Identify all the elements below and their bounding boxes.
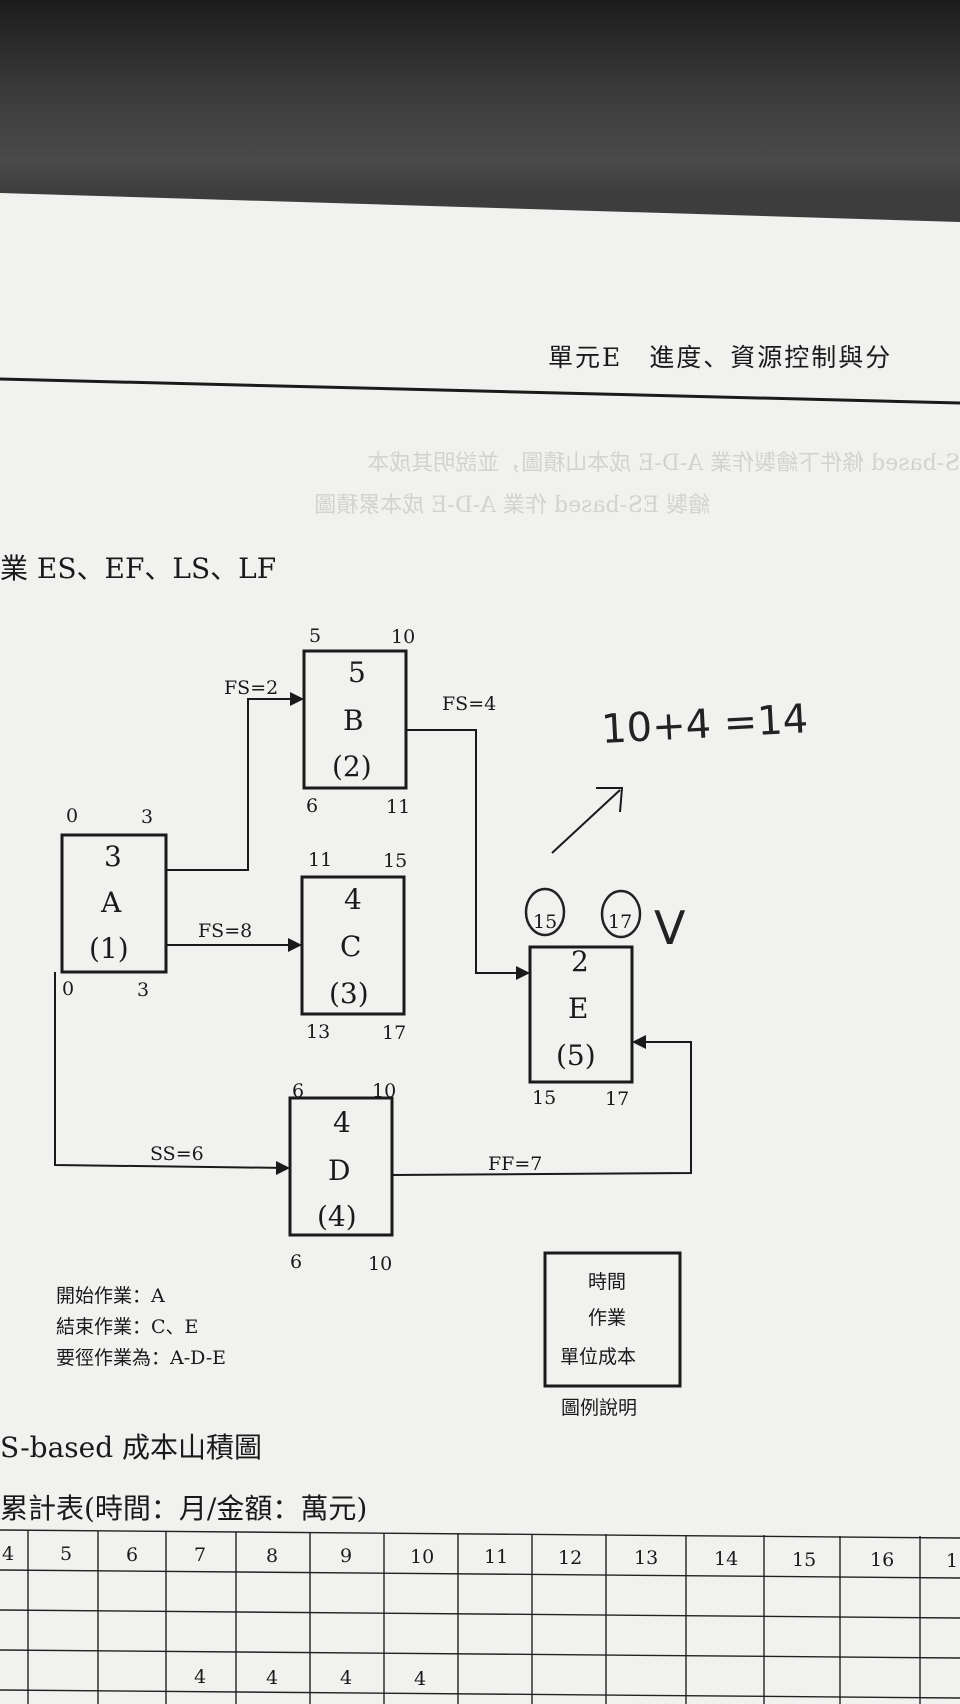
arrowhead-a-b xyxy=(290,692,304,706)
relation-label-a-b: FS=2 xyxy=(224,677,278,699)
table-month-cell: 11 xyxy=(484,1546,508,1568)
activity-box-c xyxy=(300,875,406,1016)
relation-label-d-e: FF=7 xyxy=(488,1153,542,1175)
activity-c-ls: 13 xyxy=(306,1021,330,1043)
table-cost-cell: 4 xyxy=(414,1668,426,1690)
activity-c-es: 11 xyxy=(308,849,332,871)
activity-b-es: 5 xyxy=(309,625,321,647)
activity-c-order: (3) xyxy=(329,977,369,1010)
activity-a-lf: 3 xyxy=(137,979,149,1001)
activity-e-ls: 15 xyxy=(532,1087,556,1109)
activity-a-ls: 0 xyxy=(62,978,74,1000)
activity-box-b xyxy=(302,649,408,790)
link-d-e xyxy=(391,1041,692,1176)
activity-b-id: B xyxy=(343,704,364,737)
activity-a-ef: 3 xyxy=(141,806,153,828)
activity-e-order: (5) xyxy=(556,1039,596,1072)
link-b-e xyxy=(406,729,528,974)
activity-box-d xyxy=(288,1096,394,1237)
activity-b-ls: 6 xyxy=(306,795,318,817)
activity-d-duration: 4 xyxy=(333,1106,351,1139)
activity-a-es: 0 xyxy=(66,805,78,827)
table-month-cell: 16 xyxy=(870,1549,894,1571)
bleed-through-line-1: S-based 條件下繪製作業 A-D-E 成本山積圖，並說明其成本 xyxy=(367,451,960,476)
table-header-row: 4 5 6 7 8 9 10 11 12 13 14 15 16 1 xyxy=(2,1543,958,1572)
section-heading: 業 ES、EF、LS、LF xyxy=(0,552,276,585)
unit-header: 單元E 進度、資源控制與分 xyxy=(548,343,892,372)
activity-e-lf: 17 xyxy=(605,1088,629,1110)
activity-c-duration: 4 xyxy=(344,883,362,916)
activity-a-duration: 3 xyxy=(104,840,122,873)
note-critical-path: 要徑作業為：A-D-E xyxy=(56,1347,226,1369)
header-rule xyxy=(0,377,960,405)
cost-table-grid xyxy=(0,1529,960,1704)
activity-e-ef: 17 xyxy=(608,911,632,933)
table-month-cell: 4 xyxy=(2,1543,14,1565)
handwritten-circle-es xyxy=(524,887,566,937)
table-month-cell: 10 xyxy=(410,1546,434,1568)
activity-b-order: (2) xyxy=(332,750,372,783)
legend-box xyxy=(543,1251,682,1388)
legend-activity: 作業 xyxy=(588,1307,626,1329)
link-a-b xyxy=(166,698,302,871)
activity-box-a xyxy=(60,833,168,974)
activity-e-duration: 2 xyxy=(571,945,589,978)
handwritten-arrow xyxy=(551,789,621,854)
activity-e-es: 15 xyxy=(533,911,557,933)
relation-label-b-e: FS=4 xyxy=(442,693,496,715)
legend-time: 時間 xyxy=(588,1271,626,1293)
activity-d-ls: 6 xyxy=(290,1251,302,1273)
activity-b-lf: 11 xyxy=(386,796,410,818)
table-month-cell: 9 xyxy=(340,1545,352,1567)
activity-d-es: 6 xyxy=(292,1080,304,1102)
activity-box-e xyxy=(528,945,634,1084)
note-end-activity: 結束作業：C、E xyxy=(56,1316,198,1338)
handwritten-calculation: 10+4 =14 xyxy=(600,696,809,753)
activity-d-ef: 10 xyxy=(372,1080,396,1102)
activity-d-id: D xyxy=(328,1154,350,1187)
activity-a-id: A xyxy=(100,886,122,919)
note-start-activity: 開始作業：A xyxy=(56,1285,165,1307)
table-cost-cell: 4 xyxy=(340,1667,352,1689)
activity-d-lf: 10 xyxy=(368,1253,392,1275)
activity-b-duration: 5 xyxy=(348,656,366,689)
table-month-cell: 12 xyxy=(558,1547,582,1569)
legend-caption: 圖例說明 xyxy=(561,1397,637,1419)
activity-d-order: (4) xyxy=(317,1200,357,1233)
link-a-d xyxy=(54,972,289,1169)
table-month-cell: 1 xyxy=(946,1550,958,1572)
table-cost-cell: 4 xyxy=(194,1666,206,1688)
handwritten-check: V xyxy=(654,901,686,955)
arrowhead-a-c xyxy=(288,938,302,952)
table-month-cell: 6 xyxy=(126,1544,138,1566)
table-cost-cell: 4 xyxy=(266,1667,278,1689)
table-month-cell: 5 xyxy=(60,1543,72,1565)
activity-c-ef: 15 xyxy=(383,850,407,872)
table-caption: 累計表(時間：月/金額：萬元) xyxy=(0,1492,367,1525)
arrowhead-b-e xyxy=(516,966,530,980)
bleed-through-line-2: 繪製 ES-based 作業 A-D-E 成本累積圖 xyxy=(314,493,710,518)
table-cost-row: 4 4 4 4 xyxy=(194,1666,426,1690)
legend-unit-cost: 單位成本 xyxy=(560,1346,636,1368)
relation-label-a-c: FS=8 xyxy=(198,920,252,942)
activity-e-id: E xyxy=(568,992,588,1025)
activity-a-order: (1) xyxy=(89,932,129,965)
table-month-cell: 7 xyxy=(194,1544,206,1566)
table-month-cell: 13 xyxy=(634,1547,658,1569)
relation-label-a-d: SS=6 xyxy=(150,1143,204,1165)
paper-sheet xyxy=(0,193,960,1704)
table-month-cell: 14 xyxy=(714,1548,738,1570)
activity-c-id: C xyxy=(340,930,361,963)
handwritten-circle-ef xyxy=(600,889,642,939)
table-month-cell: 15 xyxy=(792,1549,816,1571)
arrowhead-a-d xyxy=(276,1161,290,1175)
activity-b-ef: 10 xyxy=(391,626,415,648)
arrowhead-d-e xyxy=(632,1035,646,1049)
handwritten-arrowhead xyxy=(596,787,624,813)
table-month-cell: 8 xyxy=(266,1545,278,1567)
section2-title: S-based 成本山積圖 xyxy=(0,1431,262,1464)
activity-c-lf: 17 xyxy=(382,1022,406,1044)
